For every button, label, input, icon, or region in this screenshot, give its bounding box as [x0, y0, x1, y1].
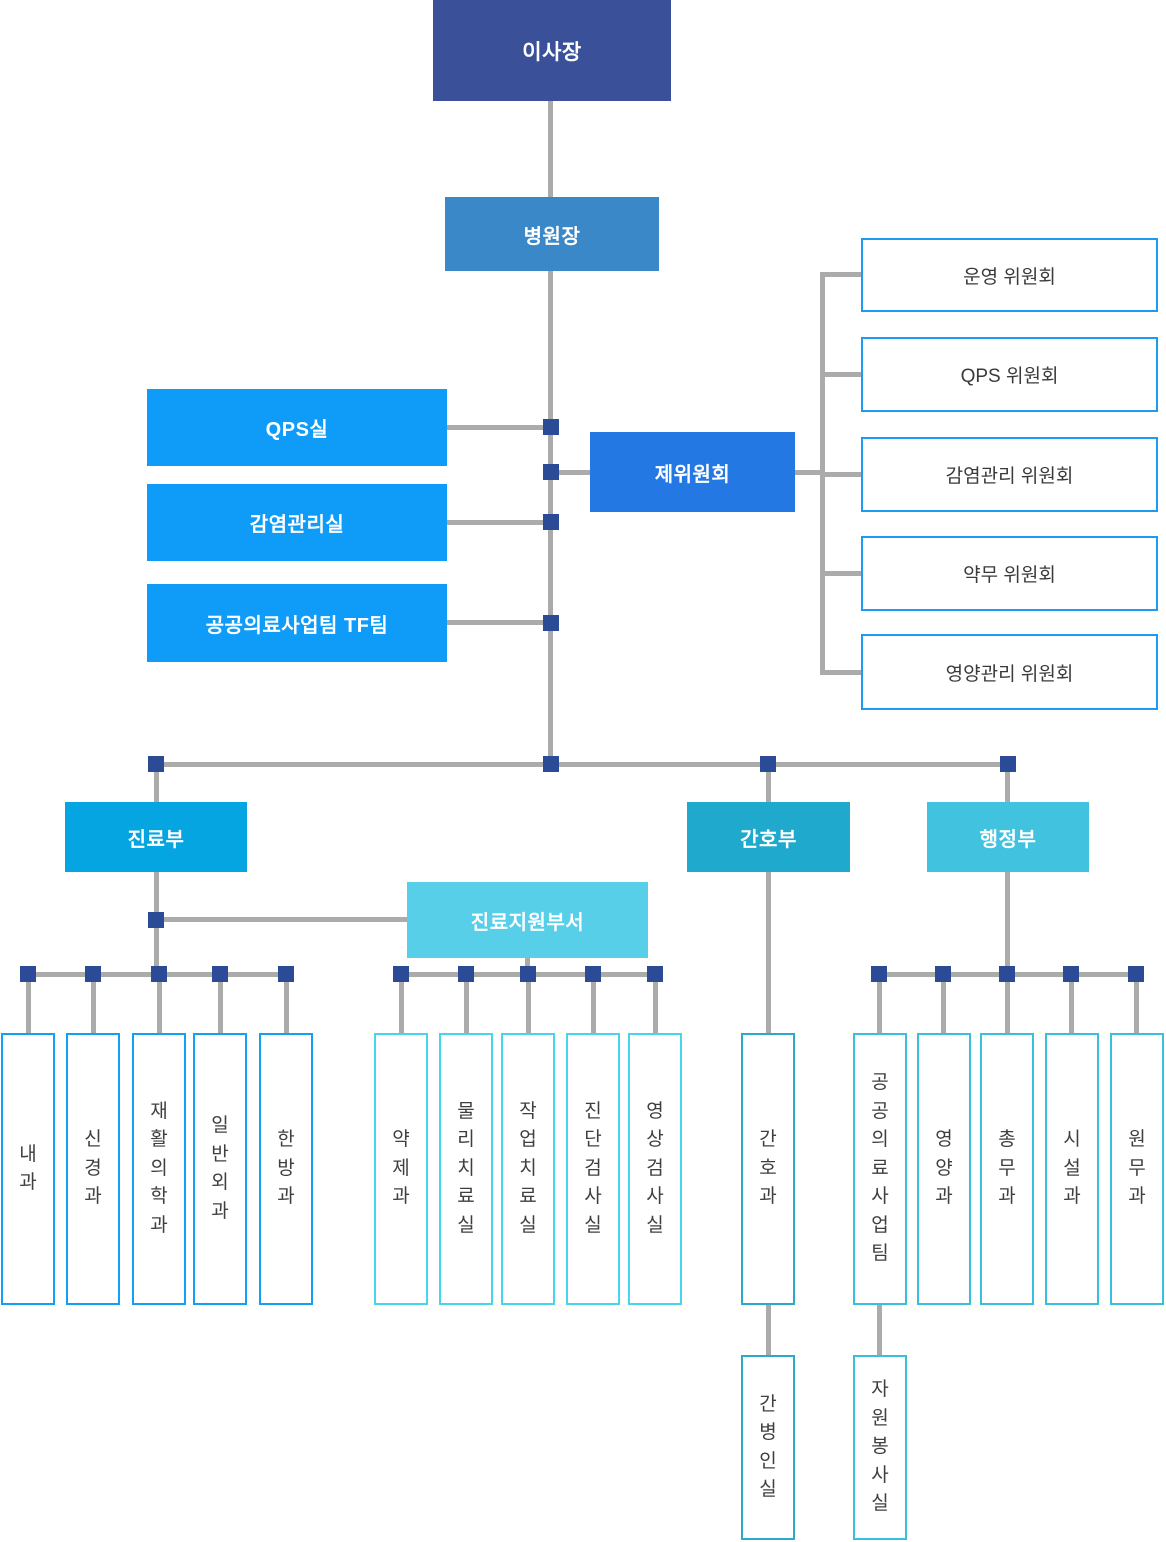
node-director: 병원장 [445, 197, 659, 271]
connector-line [26, 982, 31, 1033]
connector-line [548, 101, 553, 197]
connector-junction [212, 966, 228, 982]
connector-line [464, 982, 469, 1033]
connector-line [447, 425, 551, 430]
connector-junction [999, 966, 1015, 982]
connector-junction [393, 966, 409, 982]
node-committee-operations: 운영 위원회 [861, 238, 1158, 312]
connector-junction [148, 912, 164, 928]
node-unit-general-affairs: 총 무 과 [980, 1033, 1034, 1305]
connector-junction [543, 615, 559, 631]
node-unit-nursing: 간 호 과 [741, 1033, 795, 1305]
connector-junction [543, 756, 559, 772]
connector-line [91, 982, 96, 1033]
connector-line [877, 982, 882, 1033]
connector-line [766, 872, 771, 1033]
connector-junction [543, 464, 559, 480]
connector-line [551, 470, 590, 475]
connector-junction [585, 966, 601, 982]
connector-junction [935, 966, 951, 982]
connector-line [218, 982, 223, 1033]
connector-junction [1128, 966, 1144, 982]
connector-line [1069, 982, 1074, 1033]
connector-line [154, 762, 159, 802]
node-qps-office: QPS실 [147, 389, 447, 466]
connector-line [1134, 982, 1139, 1033]
node-unit-public-medical-team: 공 공 의 료 사 업 팀 [853, 1033, 907, 1305]
connector-junction [543, 514, 559, 530]
connector-line [1005, 762, 1010, 802]
connector-line [284, 982, 289, 1033]
node-committee-nutrition: 영양관리 위원회 [861, 634, 1158, 710]
connector-junction [85, 966, 101, 982]
node-unit-imaging-lab: 영 상 검 사 실 [628, 1033, 682, 1305]
node-committee-pharmacy: 약무 위원회 [861, 536, 1158, 611]
connector-line [766, 762, 771, 802]
connector-line [822, 372, 861, 377]
connector-junction [151, 966, 167, 982]
node-public-medical-tf-team: 공공의료사업팀 TF팀 [147, 584, 447, 662]
connector-line [526, 982, 531, 1033]
connector-junction [148, 756, 164, 772]
node-chairman: 이사장 [433, 0, 671, 101]
connector-line [941, 982, 946, 1033]
connector-junction [20, 966, 36, 982]
connector-line [1005, 872, 1010, 977]
connector-line [153, 762, 1011, 767]
connector-junction [1000, 756, 1016, 772]
node-nursing-department: 간호부 [687, 802, 850, 872]
connector-line [1005, 982, 1010, 1033]
node-unit-general-surgery: 일 반 외 과 [193, 1033, 247, 1305]
connector-line [822, 272, 861, 277]
connector-line [447, 520, 551, 525]
connector-line [653, 982, 658, 1033]
node-admin-department: 행정부 [927, 802, 1089, 872]
connector-junction [278, 966, 294, 982]
connector-junction [647, 966, 663, 982]
node-unit-rehabilitation: 재 활 의 학 과 [132, 1033, 186, 1305]
node-unit-korean-medicine: 한 방 과 [259, 1033, 313, 1305]
connector-junction [458, 966, 474, 982]
node-unit-patient-affairs: 원 무 과 [1110, 1033, 1164, 1305]
connector-junction [1063, 966, 1079, 982]
connector-junction [520, 966, 536, 982]
connector-line [822, 472, 861, 477]
node-committee-infection-control: 감염관리 위원회 [861, 437, 1158, 512]
node-unit-internal-medicine: 내 과 [1, 1033, 55, 1305]
connector-junction [543, 419, 559, 435]
node-unit-nutrition: 영 양 과 [917, 1033, 971, 1305]
connector-line [822, 571, 861, 576]
node-unit-diagnostic-lab: 진 단 검 사 실 [566, 1033, 620, 1305]
node-committees-hub: 제위원회 [590, 432, 795, 512]
node-unit-facilities: 시 설 과 [1045, 1033, 1099, 1305]
node-infection-control-office: 감염관리실 [147, 484, 447, 561]
node-unit-volunteer-room: 자 원 봉 사 실 [853, 1355, 907, 1540]
node-unit-occupational-therapy: 작 업 치 료 실 [501, 1033, 555, 1305]
connector-junction [760, 756, 776, 772]
node-unit-physical-therapy: 물 리 치 료 실 [439, 1033, 493, 1305]
connector-line [156, 917, 407, 922]
node-medical-department: 진료부 [65, 802, 247, 872]
connector-line [399, 982, 404, 1033]
connector-junction [871, 966, 887, 982]
connector-line [822, 670, 861, 675]
node-unit-neurology: 신 경 과 [66, 1033, 120, 1305]
node-unit-caregiver-room: 간 병 인 실 [741, 1355, 795, 1540]
node-unit-pharmacy: 약 제 과 [374, 1033, 428, 1305]
connector-line [877, 1305, 882, 1355]
connector-line [795, 470, 825, 475]
connector-line [157, 982, 162, 1033]
node-committee-qps: QPS 위원회 [861, 337, 1158, 412]
node-medical-support-department: 진료지원부서 [407, 882, 648, 958]
connector-line [766, 1305, 771, 1355]
connector-line [447, 620, 551, 625]
connector-line [591, 982, 596, 1033]
